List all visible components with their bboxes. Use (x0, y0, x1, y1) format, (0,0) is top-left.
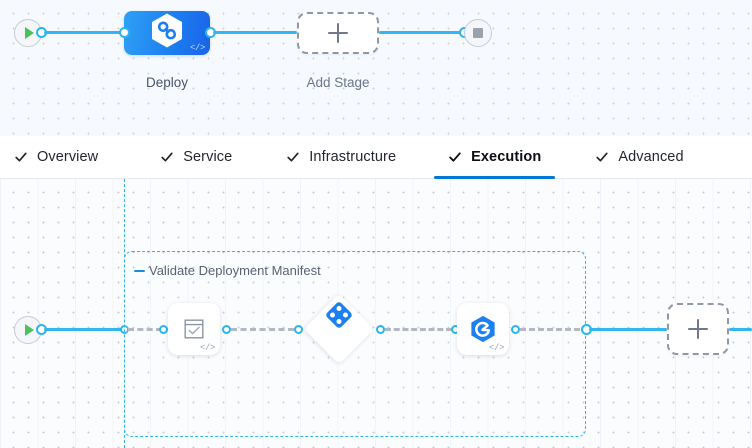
step-node-dry-run[interactable]: </> (168, 303, 220, 355)
harness-hexagon-icon (150, 13, 184, 54)
rolling-output-dot (511, 325, 520, 334)
play-icon (25, 324, 34, 336)
approve-output-dot (376, 325, 385, 334)
play-icon (25, 27, 34, 39)
stage-code-marker: </> (189, 43, 205, 53)
plus-icon (328, 23, 348, 43)
harness-approval-icon (325, 302, 353, 343)
check-icon (287, 152, 299, 162)
add-stage-label: Add Stage (306, 75, 370, 90)
tab-execution[interactable]: Execution (434, 136, 556, 179)
tab-infrastructure[interactable]: Infrastructure (286, 136, 396, 178)
stage-node-deploy[interactable]: </> (124, 11, 210, 55)
check-icon (449, 152, 461, 162)
rolling-deployment-icon (471, 315, 495, 343)
check-icon (161, 152, 173, 162)
tab-overview-label: Overview (37, 149, 99, 165)
pipeline-end-node[interactable] (464, 19, 492, 47)
stage-canvas[interactable]: </> Deploy Add Stage (0, 0, 752, 136)
stage-config-tabs: Overview Service Infrastructure Executio… (0, 136, 752, 179)
connector-start-to-deploy (44, 31, 128, 34)
checklist-icon (184, 319, 204, 339)
dry-run-output-dot (222, 325, 231, 334)
step-node-rolling-deployment[interactable]: </> (457, 303, 509, 355)
plus-icon (688, 319, 708, 339)
connector-group-to-add-step (589, 328, 667, 331)
tab-active-indicator (434, 176, 556, 179)
connector-rolling-to-group-exit (520, 328, 580, 331)
check-icon (15, 152, 27, 162)
approve-input-dot (294, 325, 303, 334)
dry-run-input-dot (159, 325, 168, 334)
connector-add-step-trailing (729, 328, 752, 331)
stage-label-deploy: Deploy (145, 75, 189, 90)
add-stage-button[interactable] (297, 12, 379, 54)
step-group-label: Validate Deployment Manifest (149, 263, 321, 278)
check-icon (596, 152, 608, 162)
execution-canvas[interactable]: Validate Deployment Manifest </> Dry Run (0, 179, 752, 448)
tab-execution-label: Execution (471, 149, 542, 165)
minus-icon[interactable] (134, 270, 145, 272)
tab-overview[interactable]: Overview (14, 136, 98, 178)
connector-add-stage-to-end (379, 31, 463, 34)
tab-service-label: Service (183, 149, 233, 165)
dry-run-code-marker: </> (199, 343, 215, 353)
connector-dry-run-to-approve (231, 328, 294, 331)
tab-service[interactable]: Service (160, 136, 232, 178)
tab-advanced-label: Advanced (618, 149, 684, 165)
tab-infrastructure-label: Infrastructure (309, 149, 397, 165)
rolling-code-marker: </> (488, 343, 504, 353)
deploy-input-dot (119, 27, 130, 38)
connector-start-to-group (44, 328, 124, 331)
stop-icon (473, 28, 483, 38)
connector-approve-to-rolling (385, 328, 452, 331)
connector-deploy-to-add-stage (213, 31, 297, 34)
connector-group-entry-to-dry-run (128, 328, 162, 331)
tab-advanced[interactable]: Advanced (595, 136, 684, 178)
add-step-button[interactable] (667, 303, 729, 355)
